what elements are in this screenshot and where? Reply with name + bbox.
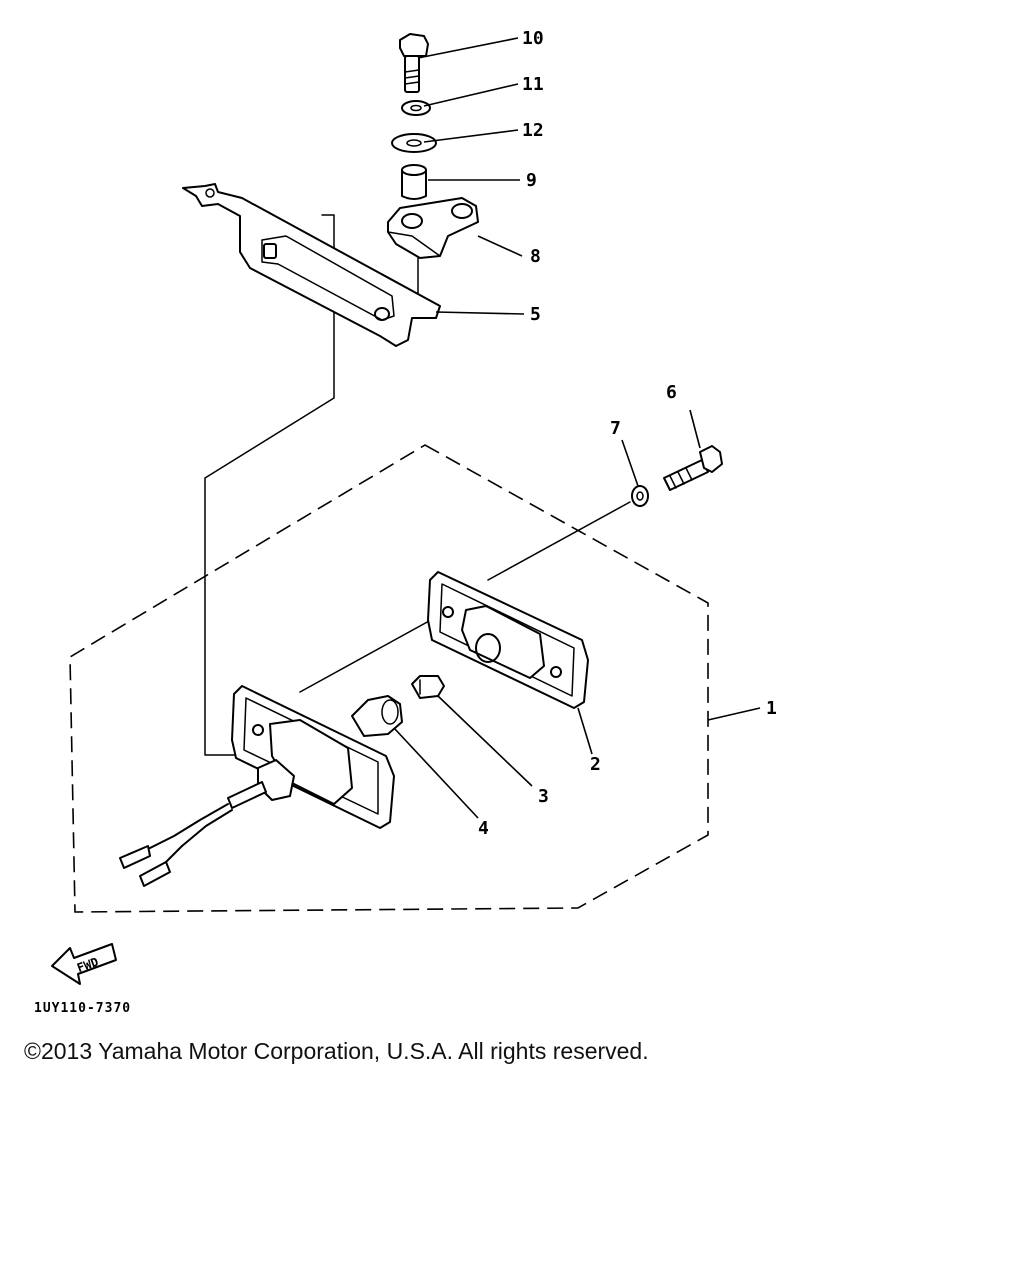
bulb-part-3 <box>411 675 445 699</box>
leader-8 <box>477 235 523 257</box>
callout-12: 12 <box>522 120 544 141</box>
guide-line-lens-bulb <box>299 614 441 693</box>
callout-1: 1 <box>766 698 777 719</box>
leader-12 <box>423 129 519 143</box>
callout-5: 5 <box>530 304 541 325</box>
lamp-body-part-1 <box>119 685 395 887</box>
leader-3 <box>437 695 533 787</box>
washer-part-7 <box>631 485 649 507</box>
fwd-label: FWD <box>75 955 100 976</box>
callout-10: 10 <box>522 28 544 49</box>
copyright-notice: ©2013 Yamaha Motor Corporation, U.S.A. A… <box>24 1038 649 1064</box>
lock-washer-part-11 <box>401 100 431 116</box>
leader-10 <box>417 37 519 59</box>
leader-1 <box>707 707 761 721</box>
lens-part-2 <box>427 571 589 709</box>
callout-7: 7 <box>610 418 621 439</box>
damper-part-8 <box>387 197 479 259</box>
drawing-code: 1UY110-7370 <box>34 1001 131 1016</box>
bolt-part-10 <box>399 33 429 93</box>
guide-line-screw-lens <box>487 501 631 581</box>
collar-part-9 <box>401 164 427 200</box>
callout-8: 8 <box>530 246 541 267</box>
assembly-boundary <box>69 444 709 913</box>
callout-6: 6 <box>666 382 677 403</box>
callout-9: 9 <box>526 170 537 191</box>
leader-5 <box>435 311 525 315</box>
leader-7 <box>621 439 639 487</box>
leader-6 <box>689 409 701 449</box>
leader-4 <box>393 727 479 819</box>
bracket-part-5 <box>182 183 441 347</box>
fwd-arrow-icon: FWD <box>51 943 117 985</box>
leader-11 <box>423 83 519 107</box>
socket-part-4 <box>351 695 403 737</box>
callout-2: 2 <box>590 754 601 775</box>
callout-4: 4 <box>478 818 489 839</box>
callout-11: 11 <box>522 74 544 95</box>
washer-part-12 <box>391 133 437 153</box>
callout-3: 3 <box>538 786 549 807</box>
screw-part-6 <box>663 445 723 491</box>
guide-line-bracket <box>204 214 335 756</box>
leader-2 <box>577 707 593 755</box>
